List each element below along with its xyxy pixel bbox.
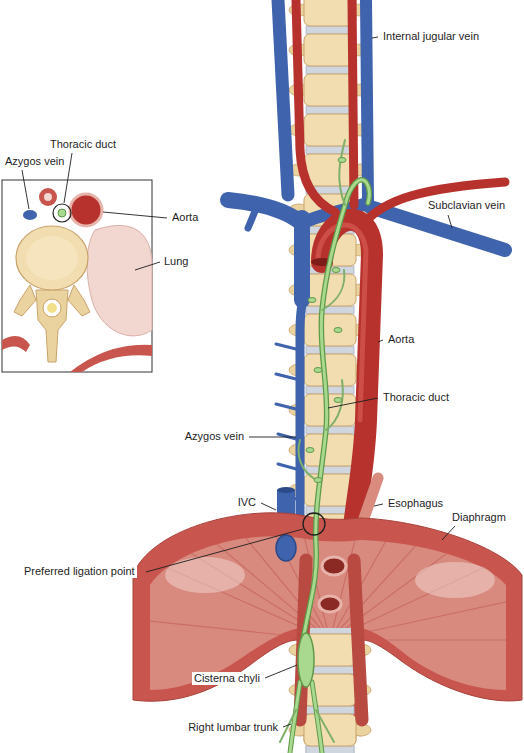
lymph-node [314, 478, 322, 483]
diaphragm [415, 562, 495, 598]
azygos-vein [276, 404, 300, 410]
leader-line [146, 529, 303, 572]
structure-label: Aorta [170, 211, 200, 224]
cross-section-inset [47, 303, 57, 313]
structure-label: Right lumbar trunk [186, 721, 280, 734]
thoracic-duct [303, 180, 369, 640]
vein [370, 207, 505, 250]
vertebral-column [289, 0, 371, 753]
structure-label: Diaphragm [450, 511, 508, 524]
structure-label: IVC [236, 496, 258, 509]
lymph-node [338, 158, 346, 163]
structure-label: Aorta [386, 333, 416, 346]
cross-section-inset [53, 204, 71, 222]
cross-section-inset [2, 336, 30, 352]
artery [296, 0, 335, 212]
thoracic-duct [303, 180, 369, 640]
cross-section-inset [87, 225, 152, 335]
lymph-node [334, 328, 342, 333]
vein [366, 0, 368, 200]
structure-label: Thoracic duct [381, 391, 451, 404]
lymph-node [314, 368, 322, 373]
structure-label: Cisterna chyli [192, 672, 262, 685]
structure-label: Azygos vein [3, 155, 66, 168]
leader-line [374, 504, 383, 506]
diaphragm [330, 530, 430, 640]
cross-section-inset [43, 299, 61, 317]
cross-section-inset [14, 285, 36, 316]
structure-label: Azygos vein [183, 430, 246, 443]
vein [248, 204, 258, 228]
cross-section-inset [26, 236, 78, 280]
leader-line [265, 665, 297, 678]
leader-line [283, 724, 291, 727]
lumbar-trunk [316, 710, 334, 742]
artery [352, 0, 354, 205]
cross-section-inset [2, 180, 152, 372]
cisterna-chyli [298, 633, 314, 687]
cross-section-inset [23, 210, 37, 220]
ligation-marker [303, 513, 325, 535]
leader-line [261, 503, 276, 510]
cross-section-inset [2, 180, 152, 372]
leader-line [22, 37, 455, 727]
leader-line [249, 437, 296, 438]
vertebral-column [289, 0, 371, 34]
inferior-vena-cava [277, 487, 295, 493]
vein [278, 0, 288, 195]
structure-label: Subclavian vein [426, 199, 507, 212]
lymph-node [306, 448, 314, 453]
diaphragm [140, 520, 520, 640]
structure-label: Preferred ligation point [22, 565, 137, 578]
structure-label: Lung [162, 255, 190, 268]
leader-line [22, 170, 29, 209]
cross-section-inset [36, 290, 68, 362]
cross-section-inset [70, 345, 152, 372]
leader-line [103, 212, 167, 218]
esophageal-hiatus [322, 557, 346, 575]
cross-section-inset [70, 194, 102, 226]
thoracic-duct [339, 140, 345, 205]
thoracic-duct [322, 270, 344, 310]
azygos-vein [276, 344, 300, 350]
leader-line [328, 398, 378, 408]
azygos-vein [278, 464, 300, 470]
lymph-node [334, 398, 342, 403]
lumbar-trunk [280, 682, 334, 753]
leader-line [135, 262, 160, 270]
cross-section-inset [16, 226, 88, 290]
thoracic-duct [299, 140, 370, 640]
structure-label: Internal jugular vein [381, 30, 481, 43]
vertebral-column [300, 628, 362, 753]
azygos-vein [276, 374, 300, 380]
diaphragm-crus [354, 560, 362, 720]
aortic-hiatus [319, 596, 341, 612]
cross-section-inset [68, 285, 90, 316]
thoracic-duct [326, 380, 343, 430]
vein [228, 200, 300, 222]
cross-section-inset [58, 209, 66, 217]
diaphragm [165, 557, 245, 593]
lymph-node [306, 158, 346, 483]
structure-label: Thoracic duct [48, 138, 118, 151]
leader-line [378, 340, 383, 342]
esophagus [362, 478, 378, 524]
lymph-node [332, 268, 340, 273]
ivc-opening [276, 535, 296, 561]
thoracic-duct [299, 440, 316, 480]
esophagus [362, 478, 378, 524]
leader-line [442, 526, 455, 540]
lymph-node [308, 298, 316, 303]
leader-line [372, 37, 378, 38]
leader-line [448, 215, 452, 228]
cross-section-inset [44, 193, 52, 201]
lumbar-trunk [280, 710, 296, 742]
structure-label: Esophagus [386, 497, 445, 510]
cross-section-inset [39, 188, 57, 206]
